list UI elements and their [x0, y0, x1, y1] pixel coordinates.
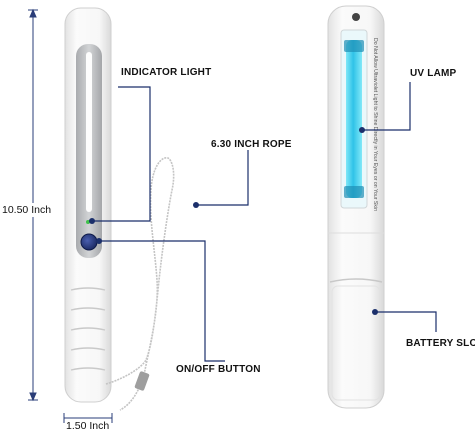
warning-text: Do Not Allow Ultraviolet Light to Shine …	[372, 38, 378, 211]
dot-icon	[89, 218, 95, 224]
arrow-icon	[29, 392, 37, 402]
grip-ridges	[70, 287, 106, 371]
right-device: Do Not Allow Ultraviolet Light to Shine …	[327, 5, 385, 409]
rope-label: 6.30 INCH ROPE	[211, 139, 292, 150]
left-device	[64, 7, 175, 411]
battery-slot-label: BATTERY SLOT	[406, 338, 475, 349]
lanyard-rope	[105, 157, 175, 411]
dot-icon	[359, 127, 365, 133]
power-button[interactable]	[80, 233, 98, 251]
width-label: 1.50 Inch	[66, 420, 110, 432]
dot-icon	[193, 202, 199, 208]
arrow-icon	[29, 8, 37, 18]
rope-clasp	[134, 371, 150, 391]
dot-icon	[96, 238, 102, 244]
dot-icon	[372, 309, 378, 315]
callout-dots	[89, 127, 378, 315]
width-dimension	[63, 413, 113, 423]
height-label: 10.50 Inch	[2, 203, 52, 217]
uv-lamp-label: UV LAMP	[410, 68, 457, 79]
indicator-light-label: INDICATOR LIGHT	[121, 67, 212, 78]
on-off-button-label: ON/OFF BUTTON	[176, 364, 261, 375]
callout-lines	[92, 82, 437, 362]
hang-hole	[352, 13, 360, 21]
battery-compartment	[331, 285, 381, 401]
uv-lamp-tube	[346, 40, 362, 198]
